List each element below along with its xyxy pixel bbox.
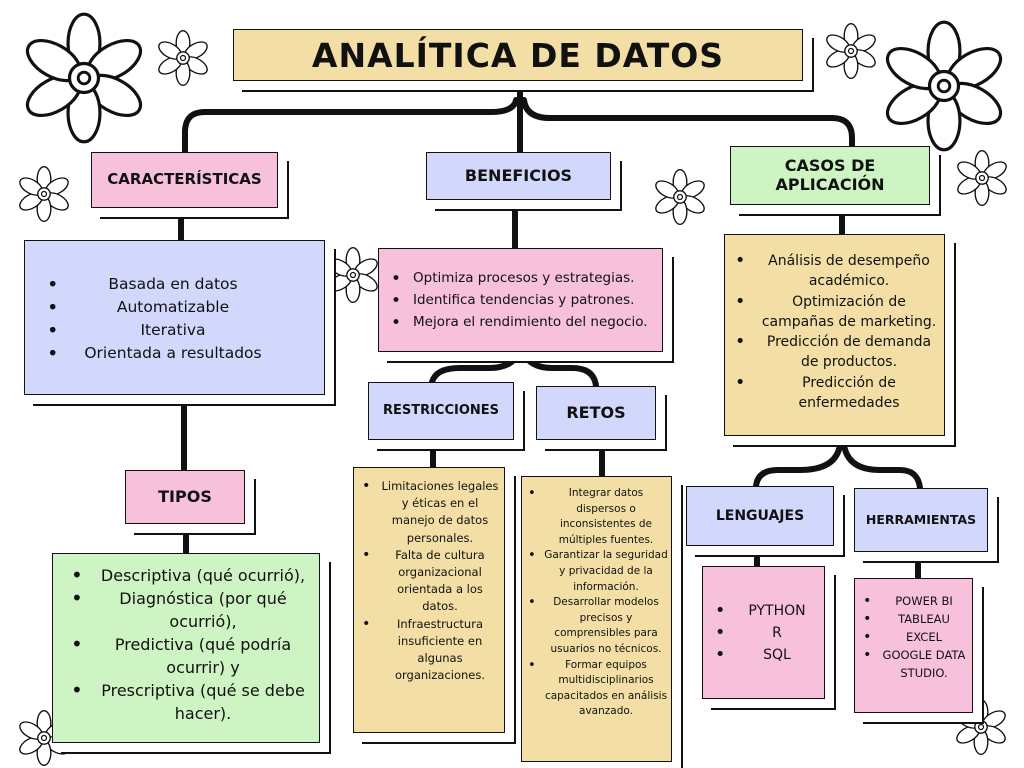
list-item: Optimización de campañas de marketing.	[735, 292, 941, 333]
retos-list: Integrar datos dispersos o inconsistente…	[521, 476, 672, 762]
connector-casos-herramientas	[841, 442, 923, 491]
list-item: Orientada a resultados	[43, 342, 303, 365]
page-title: ANALÍTICA DE DATOS	[233, 29, 803, 81]
lenguajes-list: PYTHON R SQL	[702, 566, 825, 699]
flower-icon	[879, 20, 1009, 152]
list-item: Basada en datos	[43, 273, 303, 296]
connector-title-caracteristicas	[182, 97, 519, 155]
flower-icon	[19, 12, 149, 144]
flower-icon	[823, 23, 879, 79]
flower-icon	[155, 30, 211, 86]
herramientas-list: POWER BI TABLEAU EXCEL GOOGLE DATA STUDI…	[854, 578, 973, 713]
list-item: Limitaciones legales y éticas en el mane…	[362, 478, 500, 547]
list-item: GOOGLE DATA STUDIO.	[863, 646, 967, 682]
connector-title-casos	[521, 97, 855, 149]
list-item: Análisis de desempeño académico.	[735, 251, 941, 292]
list-item: Identifica tendencias y patrones.	[391, 289, 657, 311]
list-item: Predicción de demanda de productos.	[735, 332, 941, 373]
list-item: TABLEAU	[863, 610, 967, 628]
list-item: Falta de cultura organizacional orientad…	[362, 547, 500, 616]
casos-header: CASOS DE APLICACIÓN	[730, 146, 930, 205]
flower-icon	[16, 166, 72, 222]
list-item: PYTHON	[715, 600, 815, 622]
list-item: Integrar datos dispersos o inconsistente…	[528, 486, 668, 548]
flower-icon	[325, 247, 381, 303]
list-item: Garantizar la seguridad y privacidad de …	[528, 548, 668, 595]
caracteristicas-list: Basada en datos Automatizable Iterativa …	[24, 240, 325, 395]
retos-header: RETOS	[536, 386, 656, 440]
tipos-list: Descriptiva (qué ocurrió), Diagnóstica (…	[52, 553, 320, 743]
herramientas-header: HERRAMIENTAS	[854, 488, 988, 552]
list-item: Predicción de enfermedades	[735, 373, 941, 414]
casos-list: Análisis de desempeño académico. Optimiz…	[724, 234, 945, 436]
list-item: Optimiza procesos y estrategias.	[391, 267, 657, 289]
list-item: Prescriptiva (qué se debe hacer).	[71, 679, 311, 725]
restricciones-list: Limitaciones legales y éticas en el mane…	[353, 467, 505, 733]
list-item: Predictiva (qué podría ocurrir) y	[71, 633, 311, 679]
list-item: Diagnóstica (por qué ocurrió),	[71, 587, 311, 633]
beneficios-header: BENEFICIOS	[426, 152, 611, 200]
list-item: Infraestructura insuficiente en algunas …	[362, 616, 500, 685]
list-item: POWER BI	[863, 592, 967, 610]
list-item: Descriptiva (qué ocurrió),	[71, 564, 311, 587]
connector-beneficios-retos	[520, 349, 599, 389]
tipos-header: TIPOS	[125, 470, 245, 524]
list-item: Formar equipos multidisciplinarios capac…	[528, 658, 668, 720]
list-item: Automatizable	[43, 296, 303, 319]
lenguajes-header: LENGUAJES	[686, 486, 834, 546]
connector-beneficios-restricciones	[429, 349, 522, 385]
list-item: SQL	[715, 644, 815, 666]
list-item: Iterativa	[43, 319, 303, 342]
list-item: R	[715, 622, 815, 644]
flower-icon	[652, 169, 708, 225]
connector-casos-lenguajes	[753, 433, 843, 489]
restricciones-header: RESTRICCIONES	[368, 382, 514, 440]
list-item: EXCEL	[863, 628, 967, 646]
beneficios-list: Optimiza procesos y estrategias. Identif…	[378, 248, 663, 352]
caracteristicas-header: CARACTERÍSTICAS	[91, 152, 278, 208]
flower-icon	[954, 150, 1010, 206]
list-item: Desarrollar modelos precisos y comprensi…	[528, 595, 668, 657]
list-item: Mejora el rendimiento del negocio.	[391, 311, 657, 333]
